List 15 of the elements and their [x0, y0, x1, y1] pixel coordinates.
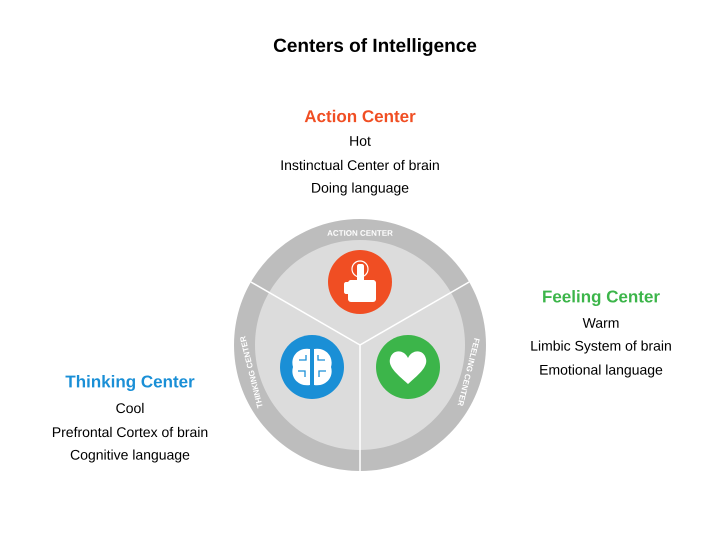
description-line: Warm	[582, 318, 618, 328]
center-heading: Feeling Center	[543, 290, 660, 306]
title: Centers of Intelligence	[274, 38, 476, 56]
center-heading: Thinking Center	[66, 375, 194, 391]
description-line: Emotional language	[540, 364, 662, 378]
description-line: Doing language	[312, 182, 408, 196]
ring-label: ACTION CENTER	[327, 230, 393, 236]
description-line: Cool	[116, 402, 144, 414]
ring-label: FEELING CENTER	[458, 338, 480, 406]
description-line: Prefrontal Cortex of brain	[52, 426, 208, 438]
description-line: Hot	[350, 136, 371, 146]
description-line: Instinctual Center of brain	[282, 160, 439, 170]
description-line: Cognitive language	[70, 449, 190, 462]
description-line: Limbic System of brain	[531, 340, 671, 354]
center-heading: Action Center	[304, 110, 416, 122]
